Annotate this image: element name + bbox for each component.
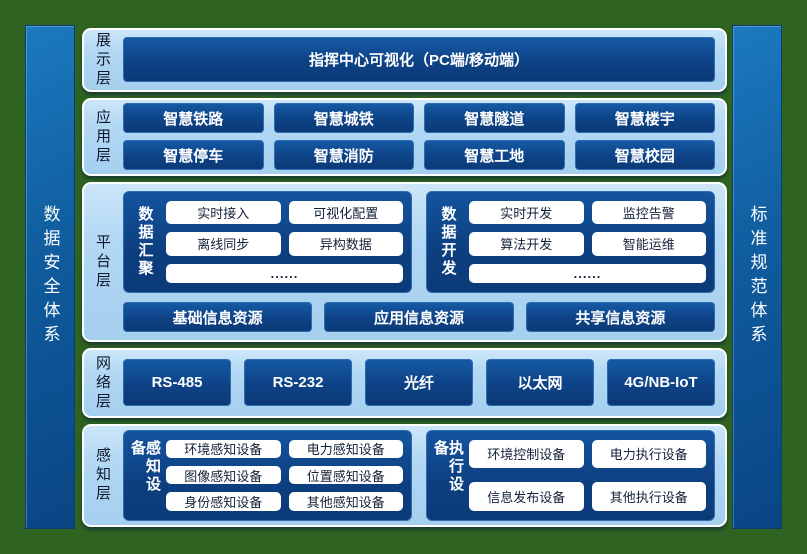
standards-bar: 标准规范体系 — [732, 25, 782, 529]
layer-perception: 感知层 感知设备 环境感知设备 电力感知设备 图像感知设备 位置感知设备 身份感… — [82, 424, 727, 527]
app-info-resource-box: 应用信息资源 — [324, 302, 514, 332]
pill-power-actuator: 电力执行设备 — [591, 439, 706, 468]
data-development-group: 数据开发 实时开发 监控告警 算法开发 智能运维 ...... — [426, 191, 715, 293]
actuator-devices-grid: 环境控制设备 电力执行设备 信息发布设备 其他执行设备 — [469, 439, 706, 511]
layer-platform-label-area: 平台层 — [84, 184, 121, 340]
data-security-label: 数据安全体系 — [40, 205, 60, 349]
data-development-label: 数据开发 — [439, 206, 457, 278]
pill-realtime-dev: 实时开发 — [469, 201, 584, 225]
pill-info-publish: 信息发布设备 — [469, 482, 584, 511]
layer-platform: 平台层 数据汇聚 实时接入 可视化配置 离线同步 异构数据 ...... — [82, 182, 727, 342]
actuator-devices-group: 执行设备 环境控制设备 电力执行设备 信息发布设备 其他执行设备 — [426, 429, 715, 521]
pill-offline-sync: 离线同步 — [166, 232, 281, 256]
layer-application-label-area: 应用层 — [84, 100, 121, 174]
layer-perception-label-area: 感知层 — [84, 426, 121, 525]
layer-network-label-area: 网络层 — [84, 350, 121, 416]
perception-groups: 感知设备 环境感知设备 电力感知设备 图像感知设备 位置感知设备 身份感知设备 … — [123, 429, 715, 521]
pill-development-more-dots: ...... — [469, 263, 706, 283]
data-development-label-area: 数据开发 — [427, 201, 469, 283]
layer-display-label: 展示层 — [94, 31, 111, 89]
pill-heterogeneous-data: 异构数据 — [288, 232, 403, 256]
layer-platform-content: 数据汇聚 实时接入 可视化配置 离线同步 异构数据 ...... 数据开发 — [121, 184, 725, 340]
layer-application-content: 智慧铁路 智慧城铁 智慧隧道 智慧楼宇 智慧停车 智慧消防 智慧工地 智慧校园 — [121, 100, 725, 174]
layer-perception-content: 感知设备 环境感知设备 电力感知设备 图像感知设备 位置感知设备 身份感知设备 … — [121, 426, 725, 525]
net-item-fiber: 光纤 — [365, 359, 473, 406]
sensing-devices-grid: 环境感知设备 电力感知设备 图像感知设备 位置感知设备 身份感知设备 其他感知设… — [166, 439, 403, 511]
layer-application: 应用层 智慧铁路 智慧城铁 智慧隧道 智慧楼宇 智慧停车 智慧消防 智慧工地 智… — [82, 98, 727, 176]
net-item-rs485: RS-485 — [123, 359, 231, 406]
pill-visual-config: 可视化配置 — [288, 201, 403, 225]
app-item-smart-tunnel: 智慧隧道 — [424, 103, 565, 133]
pill-aggregation-more-dots: ...... — [166, 263, 403, 283]
sensing-devices-group: 感知设备 环境感知设备 电力感知设备 图像感知设备 位置感知设备 身份感知设备 … — [123, 429, 412, 521]
command-center-visualization-box: 指挥中心可视化（PC端/移动端） — [123, 37, 715, 82]
pill-intelligent-ops: 智能运维 — [591, 232, 706, 256]
net-item-rs232: RS-232 — [244, 359, 352, 406]
pill-identity-sensing: 身份感知设备 — [166, 492, 281, 511]
app-item-smart-metro: 智慧城铁 — [273, 103, 414, 133]
layer-network: 网络层 RS-485 RS-232 光纤 以太网 4G/NB-IoT — [82, 348, 727, 418]
platform-resources-row: 基础信息资源 应用信息资源 共享信息资源 — [123, 302, 715, 332]
application-row-1: 智慧铁路 智慧城铁 智慧隧道 智慧楼宇 — [123, 103, 715, 133]
basic-info-resource-box: 基础信息资源 — [123, 302, 313, 332]
app-item-smart-campus: 智慧校园 — [574, 140, 715, 170]
data-aggregation-grid: 实时接入 可视化配置 离线同步 异构数据 ...... — [166, 201, 403, 283]
layer-display-label-area: 展示层 — [84, 30, 121, 90]
data-aggregation-label: 数据汇聚 — [136, 206, 154, 278]
data-development-grid: 实时开发 监控告警 算法开发 智能运维 ...... — [469, 201, 706, 283]
pill-location-sensing: 位置感知设备 — [288, 465, 403, 485]
layer-network-content: RS-485 RS-232 光纤 以太网 4G/NB-IoT — [121, 350, 725, 416]
pill-realtime-access: 实时接入 — [166, 201, 281, 225]
app-item-smart-building: 智慧楼宇 — [574, 103, 715, 133]
data-aggregation-group: 数据汇聚 实时接入 可视化配置 离线同步 异构数据 ...... — [123, 191, 412, 293]
pill-power-sensing: 电力感知设备 — [288, 439, 403, 458]
data-aggregation-label-area: 数据汇聚 — [124, 201, 166, 283]
layer-perception-label: 感知层 — [94, 447, 111, 504]
pill-monitoring-alert: 监控告警 — [591, 201, 706, 225]
net-item-ethernet: 以太网 — [486, 359, 594, 406]
sensing-devices-label-area: 感知设备 — [124, 440, 166, 511]
layer-network-label: 网络层 — [94, 354, 111, 412]
layer-display-content: 指挥中心可视化（PC端/移动端） — [121, 30, 725, 90]
platform-groups: 数据汇聚 实时接入 可视化配置 离线同步 异构数据 ...... 数据开发 — [123, 191, 715, 293]
actuator-devices-label-area: 执行设备 — [427, 440, 469, 511]
actuator-devices-label: 执行设备 — [432, 439, 464, 494]
sensing-devices-label: 感知设备 — [129, 439, 161, 494]
app-item-smart-worksite: 智慧工地 — [424, 140, 565, 170]
app-item-smart-firefighting: 智慧消防 — [273, 140, 414, 170]
application-row-2: 智慧停车 智慧消防 智慧工地 智慧校园 — [123, 140, 715, 170]
app-item-smart-railway: 智慧铁路 — [123, 103, 264, 133]
shared-info-resource-box: 共享信息资源 — [525, 302, 715, 332]
pill-env-sensing: 环境感知设备 — [166, 439, 281, 458]
data-security-bar: 数据安全体系 — [25, 25, 75, 529]
pill-env-control: 环境控制设备 — [469, 439, 584, 468]
pill-image-sensing: 图像感知设备 — [166, 465, 281, 485]
layer-display: 展示层 指挥中心可视化（PC端/移动端） — [82, 28, 727, 92]
standards-label: 标准规范体系 — [747, 205, 767, 349]
pill-algorithm-dev: 算法开发 — [469, 232, 584, 256]
pill-other-actuator: 其他执行设备 — [591, 482, 706, 511]
network-row: RS-485 RS-232 光纤 以太网 4G/NB-IoT — [123, 359, 715, 406]
app-item-smart-parking: 智慧停车 — [123, 140, 264, 170]
layer-application-label: 应用层 — [94, 108, 111, 166]
net-item-4g-nbiot: 4G/NB-IoT — [607, 359, 715, 406]
pill-other-sensing: 其他感知设备 — [288, 492, 403, 511]
layer-platform-label: 平台层 — [94, 233, 111, 291]
